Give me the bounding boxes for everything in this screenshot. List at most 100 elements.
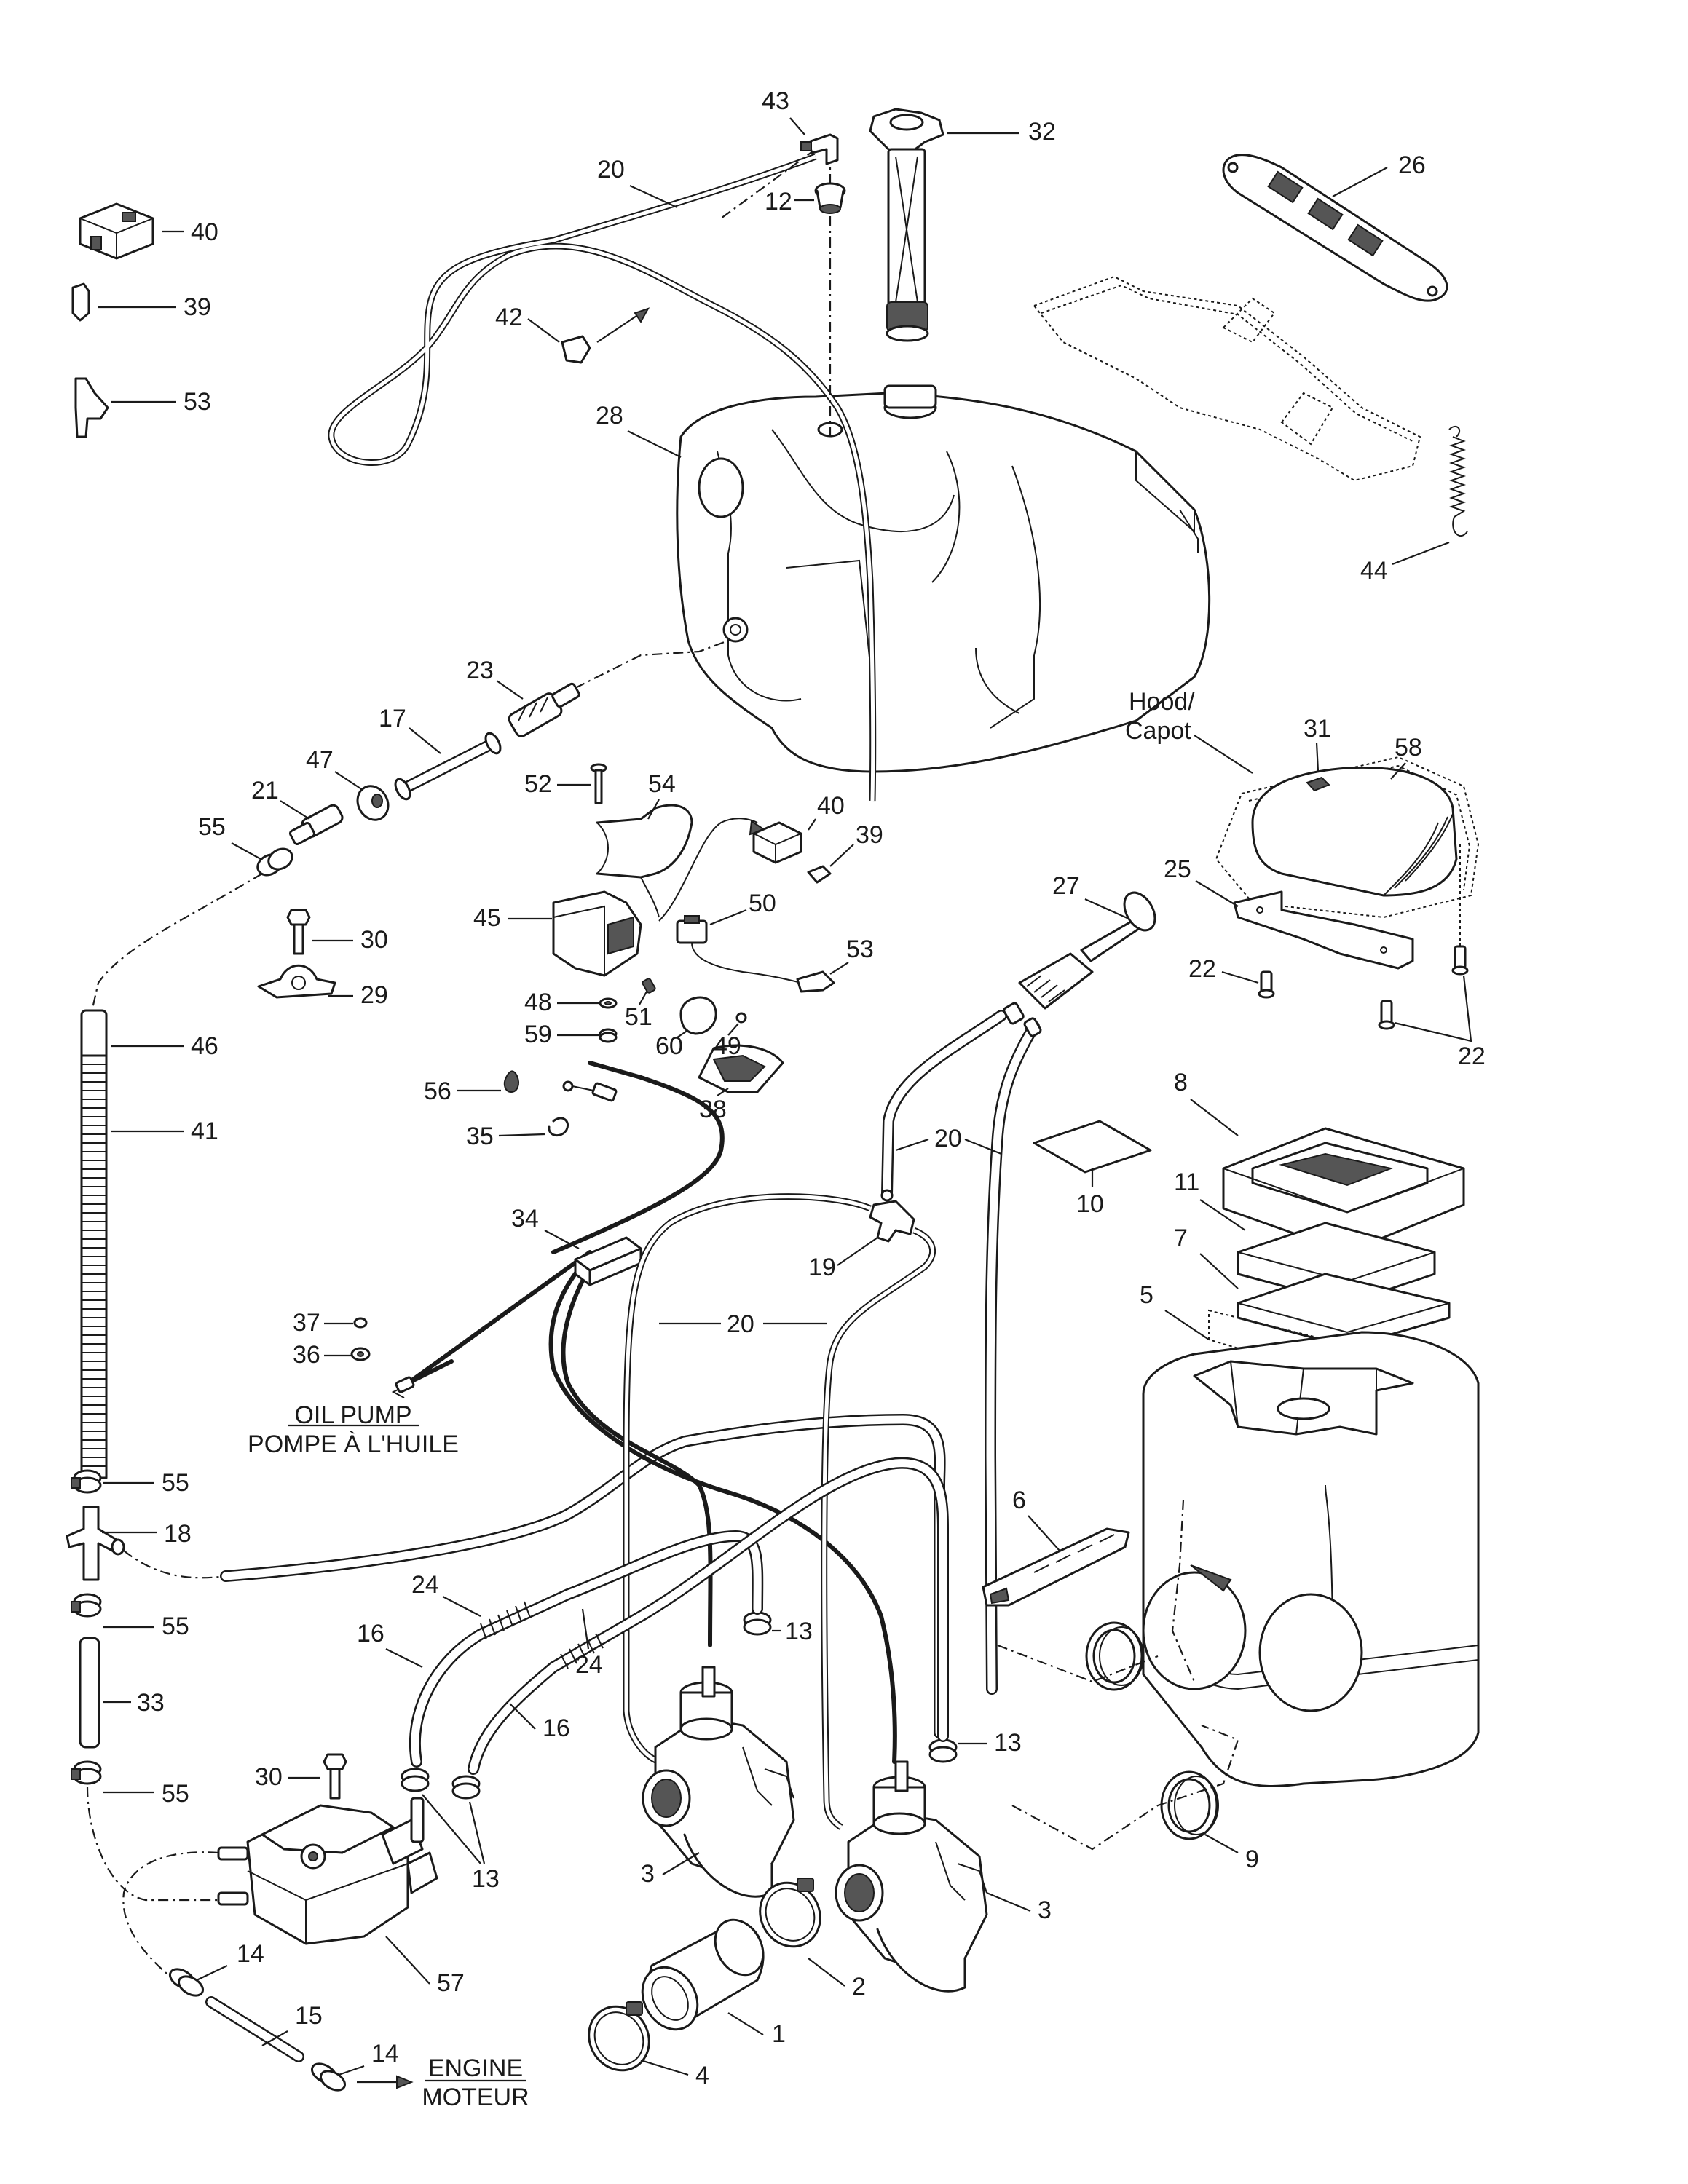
- callout-49: 49: [714, 1032, 741, 1060]
- line-distributor: [574, 1236, 642, 1286]
- hose-clamp-mid1: [71, 1469, 102, 1494]
- callout-30-lower: 30: [255, 1763, 283, 1791]
- callout-52: 52: [524, 770, 552, 798]
- tank-support-frame: [1033, 275, 1421, 482]
- nut-59: [599, 1028, 618, 1043]
- fuel-hose-long: [80, 1009, 108, 1479]
- callout-30-upper: 30: [360, 926, 388, 954]
- cover-38: [698, 1044, 784, 1093]
- callout-45: 45: [473, 904, 501, 932]
- callout-5: 5: [1140, 1281, 1153, 1309]
- callout-14-upper: 14: [237, 1940, 264, 1968]
- fuel-hose-lower: [79, 1637, 100, 1749]
- bolt-30-lower: [323, 1753, 347, 1800]
- centerline-pump-in: [122, 1851, 219, 1981]
- callout-50: 50: [749, 890, 776, 917]
- spring: [1448, 425, 1468, 537]
- oil-pump-cable-end: [503, 1070, 618, 1137]
- oil-injection-lines: [406, 1061, 897, 1764]
- callout-20-mid: 20: [934, 1125, 962, 1152]
- vent-hoses-centre: [623, 1193, 936, 1830]
- callout-9: 9: [1245, 1845, 1259, 1873]
- hose-clamp-mid2: [71, 1593, 102, 1618]
- hood-label-en: Hood/: [1129, 688, 1195, 716]
- fuel-tank: [676, 384, 1211, 773]
- connector-53-mid: [796, 970, 835, 993]
- callout-39-mid: 39: [856, 821, 883, 849]
- air-intake-grille: [1222, 1127, 1465, 1254]
- hood-label-fr: Capot: [1125, 717, 1191, 745]
- engine-label-fr: MOTEUR: [422, 2084, 529, 2111]
- fuel-hose-short: [394, 732, 502, 801]
- callout-8: 8: [1174, 1069, 1188, 1096]
- wire-54-40: [658, 818, 758, 922]
- callout-11: 11: [1174, 1168, 1199, 1196]
- callout-1: 1: [772, 2020, 786, 2048]
- callout-48: 48: [524, 989, 552, 1016]
- airbox-centerline-2: [997, 1644, 1159, 1683]
- callout-3-right: 3: [1038, 1896, 1052, 1924]
- callout-28: 28: [596, 402, 623, 430]
- oil-pump-cable-lower: [350, 1317, 454, 1398]
- centerline-43-20: [720, 149, 816, 219]
- switch-50: [676, 915, 802, 984]
- hose-clip: [561, 335, 591, 364]
- callout-22-right: 22: [1458, 1042, 1486, 1070]
- callout-20-low: 20: [727, 1310, 754, 1338]
- primer: [1003, 891, 1156, 1037]
- callout-24-lower: 24: [575, 1651, 603, 1679]
- screw-22a: [1258, 970, 1275, 999]
- fuel-pump: [217, 1797, 438, 1945]
- screw-52: [590, 763, 607, 804]
- oil-pump-label-en: OIL PUMP: [294, 1401, 411, 1429]
- callout-24-upper: 24: [411, 1571, 439, 1599]
- engine-label-en: ENGINE: [428, 2054, 523, 2082]
- button-60: [679, 996, 717, 1035]
- callout-20-top: 20: [597, 156, 625, 183]
- vent-hose-upper: [328, 153, 877, 802]
- clamp-14-upper: [168, 1968, 205, 1997]
- clamp-4: [588, 2001, 650, 2072]
- oil-pump-label-fr: POMPE À L'HUILE: [248, 1431, 459, 1458]
- callout-2: 2: [852, 1973, 866, 2001]
- clamp-2: [759, 1878, 821, 1948]
- callout-15: 15: [295, 2002, 323, 2030]
- callout-53-top: 53: [184, 388, 211, 416]
- fuel-grommet: [356, 785, 390, 821]
- screw-22c: [1451, 945, 1469, 976]
- callout-31: 31: [1304, 715, 1331, 743]
- switch-housing: [552, 890, 642, 977]
- callout-13-lower: 13: [472, 1865, 500, 1893]
- return-hose: [220, 1413, 946, 1738]
- connector-housing-top: [79, 202, 154, 260]
- callout-33: 33: [137, 1689, 165, 1717]
- hose-clamp-lower: [71, 1760, 102, 1785]
- washer-49: [735, 1012, 747, 1024]
- callout-51: 51: [625, 1003, 652, 1031]
- callout-13-upper: 13: [785, 1618, 813, 1645]
- callout-16-upper: 16: [357, 1620, 384, 1647]
- centerline-55-46: [91, 873, 263, 1009]
- callout-46: 46: [191, 1032, 218, 1060]
- hose-clamp-top: [256, 847, 293, 877]
- callout-40-top: 40: [191, 218, 218, 246]
- callout-26: 26: [1398, 151, 1426, 179]
- callout-12: 12: [765, 188, 792, 215]
- airbox-strap: [982, 1527, 1130, 1607]
- callout-16-lower: 16: [543, 1714, 570, 1742]
- callout-37: 37: [293, 1309, 320, 1337]
- callout-54: 54: [648, 770, 676, 798]
- p-clamp-29: [257, 964, 336, 999]
- callout-7: 7: [1174, 1224, 1188, 1252]
- fuel-cap: [869, 108, 944, 342]
- callout-13-mid: 13: [994, 1729, 1022, 1757]
- carburetor-left: [642, 1666, 795, 1898]
- bracket-54: [596, 804, 693, 918]
- intake-ring-upper: [1085, 1621, 1144, 1691]
- callout-58: 58: [1395, 734, 1422, 761]
- callout-23: 23: [466, 657, 494, 684]
- callout-36: 36: [293, 1341, 320, 1369]
- callout-55-a: 55: [198, 813, 226, 841]
- fuel-tee: [66, 1506, 125, 1581]
